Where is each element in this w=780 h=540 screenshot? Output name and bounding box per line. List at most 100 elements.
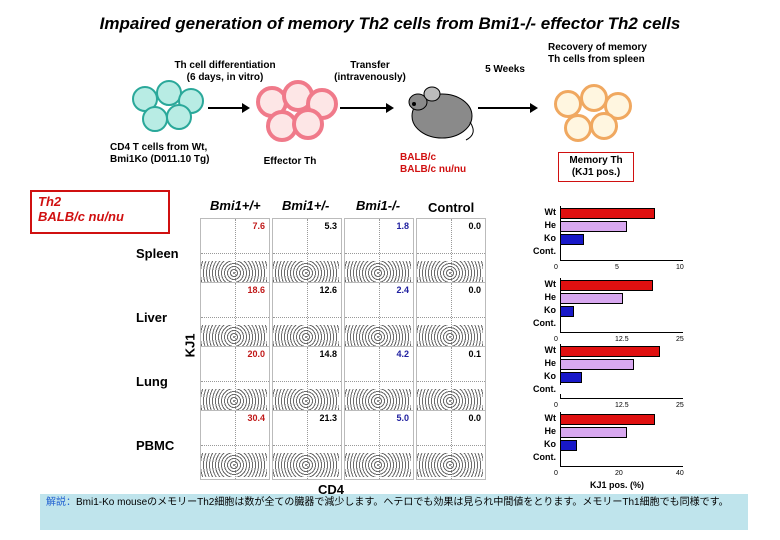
plot-percentage: 5.3 — [324, 221, 337, 231]
bar-tick-label: 0 — [554, 264, 558, 271]
row-header-liver: Liver — [136, 310, 168, 325]
plot-percentage: 2.4 — [396, 285, 409, 295]
flow-plot: 2.4 — [344, 282, 414, 352]
flow-plot: 0.1 — [416, 346, 486, 416]
arrow-weeks — [478, 103, 538, 113]
bar-category-label: Wt — [544, 207, 557, 217]
bar-chart-axis — [560, 278, 683, 333]
bar — [560, 221, 627, 232]
bar-tick-label: 12.5 — [615, 336, 629, 343]
bar — [560, 440, 578, 451]
bar-category-label: Wt — [544, 279, 557, 289]
flow-plot: 5.3 — [272, 218, 342, 288]
transfer-label: Transfer(intravenously) — [334, 60, 406, 83]
flow-plot: 0.0 — [416, 218, 486, 288]
bar-category-label: Cont. — [533, 318, 556, 328]
bar — [560, 359, 635, 370]
start-label: CD4 T cells from Wt, Bmi1Ko (D011.10 Tg) — [110, 142, 210, 165]
bar-category-label: Cont. — [533, 384, 556, 394]
y-axis-label: KJ1 — [182, 333, 198, 358]
row-header-lung: Lung — [136, 374, 168, 389]
bar-category-label: Ko — [544, 371, 556, 381]
bar-category-label: He — [544, 426, 556, 436]
bar — [560, 293, 624, 304]
bar-category-label: Cont. — [533, 246, 556, 256]
memory-label: Memory Th(KJ1 pos.) — [558, 152, 634, 182]
arrow-transfer — [340, 103, 394, 113]
bar-chart-axis — [560, 344, 683, 399]
plot-percentage: 18.6 — [247, 285, 265, 295]
flow-plot: 18.6 — [200, 282, 270, 352]
bar-tick-label: 25 — [676, 336, 684, 343]
plot-percentage: 14.8 — [319, 349, 337, 359]
flow-plot: 7.6 — [200, 218, 270, 288]
bar-tick-label: 20 — [615, 470, 623, 477]
flow-plot: 1.8 — [344, 218, 414, 288]
bar-category-label: He — [544, 358, 556, 368]
plot-percentage: 0.0 — [468, 221, 481, 231]
condition-box: Th2 BALB/c nu/nu — [30, 190, 170, 234]
plot-percentage: 12.6 — [319, 285, 337, 295]
bar — [560, 372, 583, 383]
flow-plot: 4.2 — [344, 346, 414, 416]
bar-category-label: Ko — [544, 439, 556, 449]
weeks-label: 5 Weeks — [485, 64, 525, 75]
column-header-control: Control — [428, 200, 475, 215]
plot-percentage: 30.4 — [247, 413, 265, 423]
bar — [560, 208, 655, 219]
plot-percentage: 5.0 — [396, 413, 409, 423]
bar-chart-axis — [560, 206, 683, 261]
plot-percentage: 0.0 — [468, 413, 481, 423]
bar-tick-label: 0 — [554, 470, 558, 477]
bar-tick-label: 40 — [676, 470, 684, 477]
differentiation-label: Th cell differentiation(6 days, in vitro… — [174, 60, 276, 83]
bar — [560, 427, 627, 438]
recovery-label: Recovery of memory Th cells from spleen — [548, 42, 647, 65]
plot-percentage: 21.3 — [319, 413, 337, 423]
bar-category-label: He — [544, 220, 556, 230]
bar — [560, 346, 660, 357]
plot-percentage: 0.1 — [468, 349, 481, 359]
plot-percentage: 7.6 — [252, 221, 265, 231]
flow-plot: 5.0 — [344, 410, 414, 480]
arrow-differentiation — [208, 103, 250, 113]
bar-tick-label: 0 — [554, 336, 558, 343]
plot-percentage: 1.8 — [396, 221, 409, 231]
bar-category-label: Cont. — [533, 452, 556, 462]
flow-plot: 14.8 — [272, 346, 342, 416]
bar-chart-axis — [560, 412, 683, 467]
plot-percentage: 4.2 — [396, 349, 409, 359]
flow-plot: 20.0 — [200, 346, 270, 416]
figure-title: Impaired generation of memory Th2 cells … — [99, 14, 681, 33]
column-header-wt: Bmi1+/+ — [210, 198, 261, 213]
bar-category-label: Wt — [544, 413, 557, 423]
plot-percentage: 20.0 — [247, 349, 265, 359]
flow-plot: 0.0 — [416, 282, 486, 352]
explanation-note: 解説：Bmi1-Ko mouseのメモリーTh2細胞は数が全ての臓器で減少します… — [40, 494, 748, 530]
column-header-het: Bmi1+/- — [282, 198, 330, 213]
bar-tick-label: 0 — [554, 402, 558, 409]
bar — [560, 306, 574, 317]
bar-x-axis-label: KJ1 pos. (%) — [590, 480, 645, 490]
bar-category-label: Ko — [544, 233, 556, 243]
effector-label: Effector Th — [263, 156, 317, 167]
bar — [560, 414, 655, 425]
row-header-pbmc: PBMC — [136, 438, 175, 453]
bar-category-label: Ko — [544, 305, 556, 315]
bar — [560, 234, 584, 245]
mouse-icon — [408, 86, 474, 141]
bar-tick-label: 12.5 — [615, 402, 629, 409]
bar-category-label: He — [544, 292, 556, 302]
plot-percentage: 0.0 — [468, 285, 481, 295]
column-header-ko: Bmi1-/- — [356, 198, 401, 213]
bar-category-label: Wt — [544, 345, 557, 355]
bar-tick-label: 10 — [676, 264, 684, 271]
flow-plot: 0.0 — [416, 410, 486, 480]
bar-tick-label: 5 — [615, 264, 619, 271]
flow-plot: 21.3 — [272, 410, 342, 480]
flow-plot: 30.4 — [200, 410, 270, 480]
x-axis-label: CD4 — [318, 482, 345, 497]
bar — [560, 280, 653, 291]
bar-tick-label: 25 — [676, 402, 684, 409]
